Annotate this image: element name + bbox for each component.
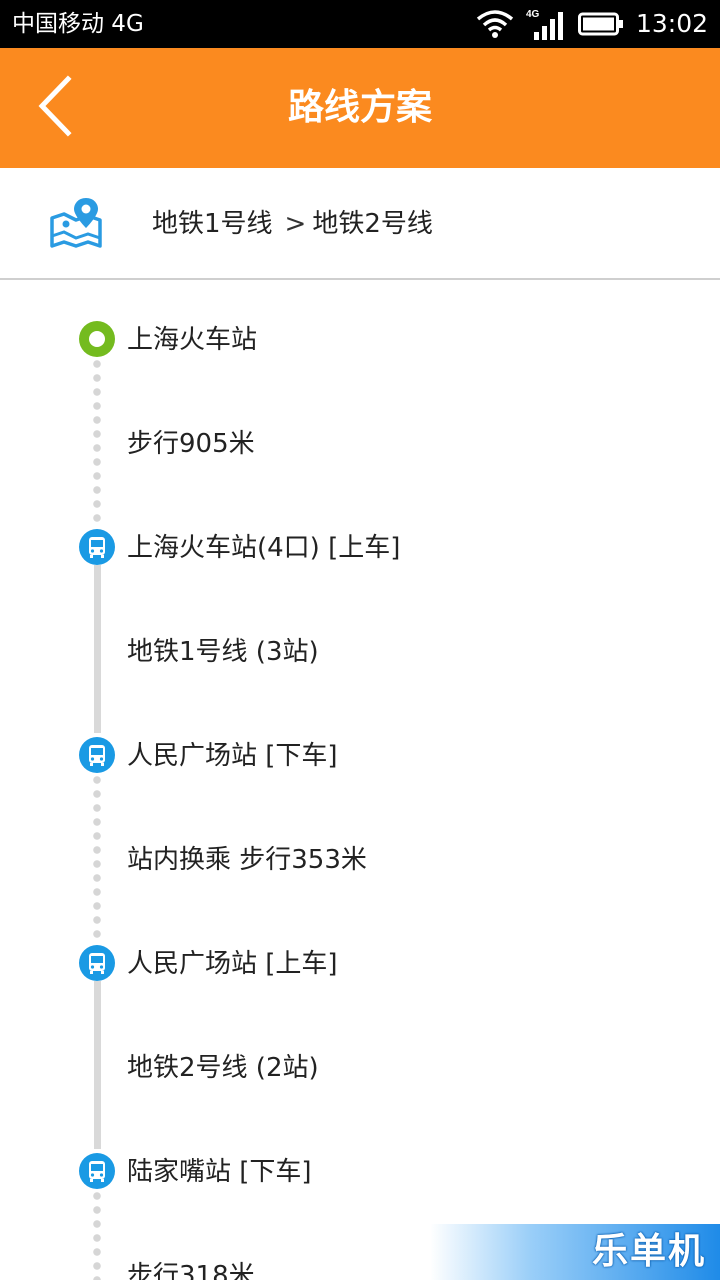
step-ride-line[interactable]: 地铁2号线 (2站) — [127, 1053, 319, 1083]
chevron-left-icon — [34, 75, 74, 141]
signal-icon: 4G — [526, 8, 566, 40]
status-icons: 4G 13:02 — [476, 8, 708, 40]
route-summary: 地铁1号线 >地铁2号线 — [0, 168, 720, 280]
subway-connector — [94, 565, 101, 733]
route-summary-text: 地铁1号线 >地铁2号线 — [152, 204, 433, 244]
start-node-icon — [79, 321, 115, 357]
battery-icon — [577, 12, 624, 36]
bus-icon — [79, 945, 115, 981]
status-bar: 中国移动 4G 4G 13: — [0, 0, 720, 48]
step-board-station[interactable]: 上海火车站(4口) [上车] — [127, 533, 401, 563]
step-walk[interactable]: 步行905米 — [127, 429, 255, 459]
bus-icon — [79, 529, 115, 565]
route-separator: > — [284, 209, 307, 239]
map-pin-icon — [46, 196, 106, 254]
title-bar: 路线方案 — [0, 48, 720, 168]
subway-connector — [94, 981, 101, 1149]
step-transfer-walk[interactable]: 站内换乘 步行353米 — [127, 845, 367, 875]
step-ride-line[interactable]: 地铁1号线 (3站) — [127, 637, 319, 667]
bus-icon — [79, 1153, 115, 1189]
step-alight-station[interactable]: 人民广场站 [下车] — [127, 741, 338, 771]
clock: 13:02 — [635, 9, 708, 38]
route-to-label: 地铁2号线 — [312, 209, 433, 239]
step-board-station[interactable]: 人民广场站 [上车] — [127, 949, 338, 979]
step-walk[interactable]: 步行318米 — [127, 1261, 255, 1280]
page-title: 路线方案 — [287, 87, 432, 128]
bus-icon — [79, 737, 115, 773]
step-alight-station[interactable]: 陆家嘴站 [下车] — [127, 1157, 312, 1187]
carrier-label: 中国移动 4G — [12, 11, 144, 37]
walk-connector — [93, 1189, 101, 1280]
step-start-station[interactable]: 上海火车站 — [127, 325, 258, 355]
route-steps: 上海火车站 步行905米 上海火车站(4口) [上车] 地铁1号线 (3站) 人… — [0, 280, 720, 1280]
wifi-icon — [476, 9, 514, 39]
walk-connector — [93, 357, 101, 525]
watermark-logo: 乐单机 — [591, 1231, 706, 1272]
svg-text:4G: 4G — [526, 9, 540, 20]
watermark: 乐单机 — [430, 1224, 720, 1280]
walk-connector — [93, 773, 101, 941]
route-from-label: 地铁1号线 — [152, 209, 273, 239]
back-button[interactable] — [18, 72, 90, 144]
